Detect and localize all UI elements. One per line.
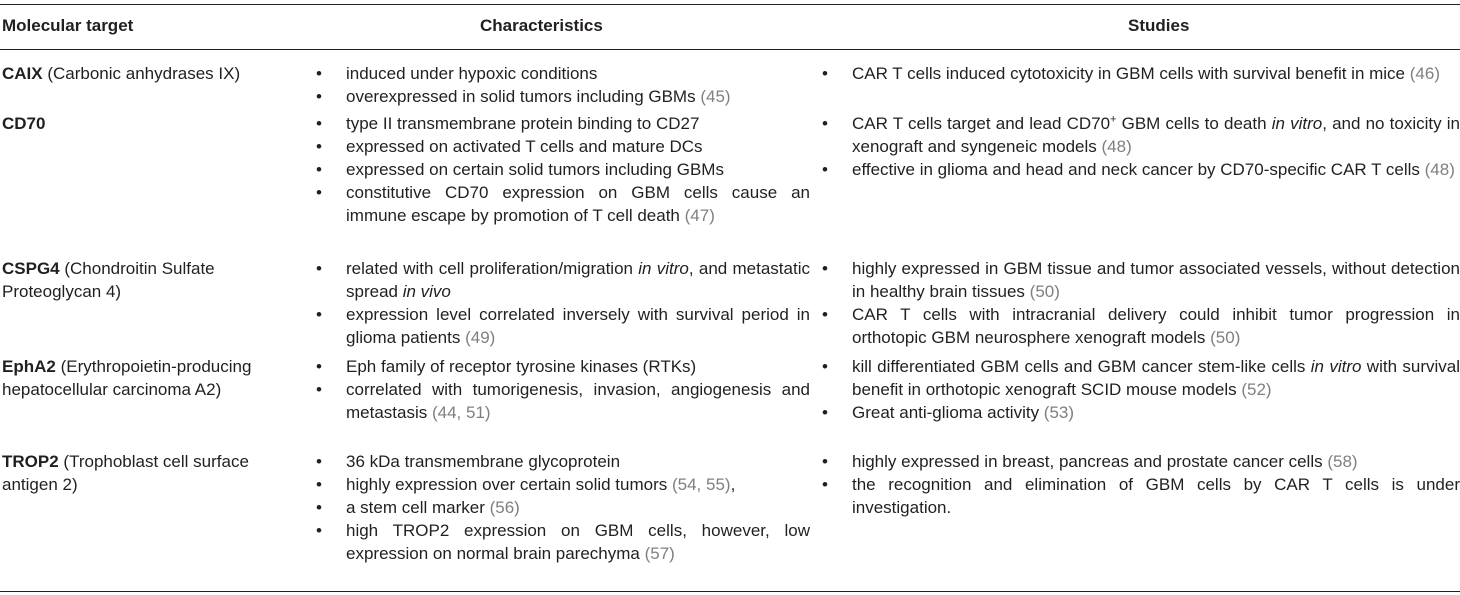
list-item: •type II transmembrane protein binding t… — [316, 114, 700, 133]
table-header-rule — [0, 49, 1460, 50]
studies-cell: •highly expressed in GBM tissue and tumo… — [816, 257, 1460, 349]
characteristics-cell: •Eph family of receptor tyrosine kinases… — [310, 355, 810, 424]
characteristics-cell: •type II transmembrane protein binding t… — [310, 112, 810, 227]
target-cell: CD70 — [2, 114, 46, 133]
target-cell: EphA2 (Erythropoietin-producing hepatoce… — [2, 357, 252, 399]
list-item: •36 kDa transmembrane glycoprotein — [316, 452, 621, 471]
list-item: •the recognition and elimination of GBM … — [822, 475, 1460, 517]
characteristics-cell: •36 kDa transmembrane glycoprotein •high… — [310, 450, 810, 565]
list-item: •expression level correlated inversely w… — [316, 305, 810, 347]
list-item: •CAR T cells with intracranial delivery … — [822, 305, 1460, 347]
list-item: •constitutive CD70 expression on GBM cel… — [316, 183, 810, 225]
header-characteristics: Characteristics — [480, 16, 603, 35]
characteristics-cell: •induced under hypoxic conditions •overe… — [310, 62, 810, 108]
header-studies: Studies — [1128, 16, 1190, 35]
list-item: •kill differentiated GBM cells and GBM c… — [822, 357, 1460, 399]
studies-cell: •kill differentiated GBM cells and GBM c… — [816, 355, 1460, 424]
list-item: •effective in glioma and head and neck c… — [822, 160, 1455, 179]
list-item: •CAR T cells target and lead CD70+ GBM c… — [822, 113, 1460, 156]
table-bottom-rule — [0, 591, 1460, 592]
target-cell: TROP2 (Trophoblast cell surface antigen … — [2, 452, 249, 494]
header-molecular-target: Molecular target — [2, 16, 134, 35]
list-item: •highly expressed in GBM tissue and tumo… — [822, 259, 1460, 301]
list-item: •expressed on activated T cells and matu… — [316, 137, 703, 156]
studies-cell: •CAR T cells target and lead CD70+ GBM c… — [816, 112, 1460, 181]
list-item: •a stem cell marker (56) — [316, 498, 520, 517]
list-item: •CAR T cells induced cytotoxicity in GBM… — [822, 64, 1440, 83]
target-cell: CSPG4 (Chondroitin Sulfate Proteoglycan … — [2, 259, 215, 301]
list-item: •Great anti-glioma activity (53) — [822, 403, 1075, 422]
list-item: •Eph family of receptor tyrosine kinases… — [316, 357, 697, 376]
target-cell: CAIX (Carbonic anhydrases IX) — [2, 64, 241, 83]
list-item: •overexpressed in solid tumors including… — [316, 87, 731, 106]
characteristics-cell: •related with cell proliferation/migrati… — [310, 257, 810, 349]
list-item: •highly expression over certain solid tu… — [316, 475, 736, 494]
table-top-rule — [0, 4, 1460, 5]
list-item: •high TROP2 expression on GBM cells, how… — [316, 521, 810, 563]
list-item: •related with cell proliferation/migrati… — [316, 259, 810, 301]
studies-cell: •CAR T cells induced cytotoxicity in GBM… — [816, 62, 1460, 85]
list-item: •expressed on certain solid tumors inclu… — [316, 160, 724, 179]
list-item: •correlated with tumorigenesis, invasion… — [316, 380, 810, 422]
list-item: •highly expressed in breast, pancreas an… — [822, 452, 1358, 471]
studies-cell: •highly expressed in breast, pancreas an… — [816, 450, 1460, 519]
list-item: •induced under hypoxic conditions — [316, 64, 598, 83]
